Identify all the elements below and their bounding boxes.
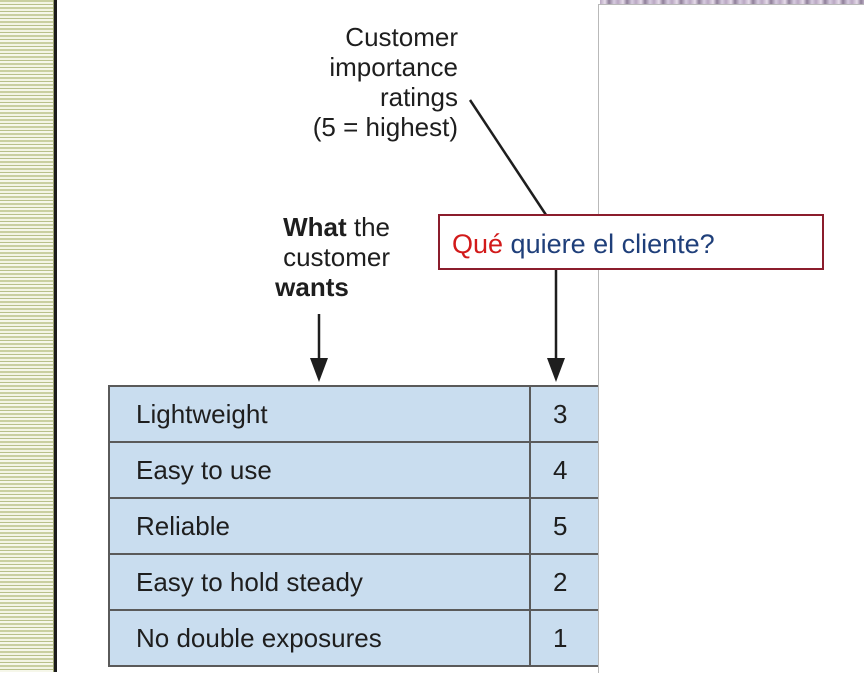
wants-label-what: What bbox=[283, 212, 347, 242]
callout-rest: quiere el cliente? bbox=[503, 229, 715, 259]
wants-label: What the customer wants bbox=[200, 212, 390, 302]
ratings-label-line-4: (5 = highest) bbox=[312, 112, 458, 142]
want-cell: Easy to use bbox=[108, 441, 531, 499]
ratings-label-line-1: Customer bbox=[345, 22, 458, 52]
ratings-label: Customer importance ratings (5 = highest… bbox=[240, 22, 458, 142]
ratings-diagonal-line bbox=[468, 99, 558, 231]
ratings-label-line-3: ratings bbox=[379, 82, 458, 112]
slide-panel bbox=[598, 4, 864, 673]
want-cell: Reliable bbox=[108, 497, 531, 555]
wants-arrow-head bbox=[310, 358, 328, 382]
decorative-stripe-border bbox=[0, 0, 54, 672]
want-cell: No double exposures bbox=[108, 609, 531, 667]
want-cell: Lightweight bbox=[108, 385, 531, 443]
ratings-label-line-2: importance bbox=[329, 52, 458, 82]
wants-label-line-3: wants bbox=[275, 272, 349, 302]
callout-word-que: Qué bbox=[452, 229, 504, 259]
wants-label-line-1: What the bbox=[200, 212, 390, 242]
wants-label-line-2: customer bbox=[283, 242, 390, 272]
slide-edge-line bbox=[54, 0, 57, 672]
ratings-arrow-head bbox=[547, 358, 565, 382]
wants-label-the: the bbox=[346, 212, 390, 242]
question-callout: Qué quiere el cliente? bbox=[438, 214, 824, 270]
want-cell: Easy to hold steady bbox=[108, 553, 531, 611]
decorative-ornament-strip bbox=[600, 0, 864, 6]
